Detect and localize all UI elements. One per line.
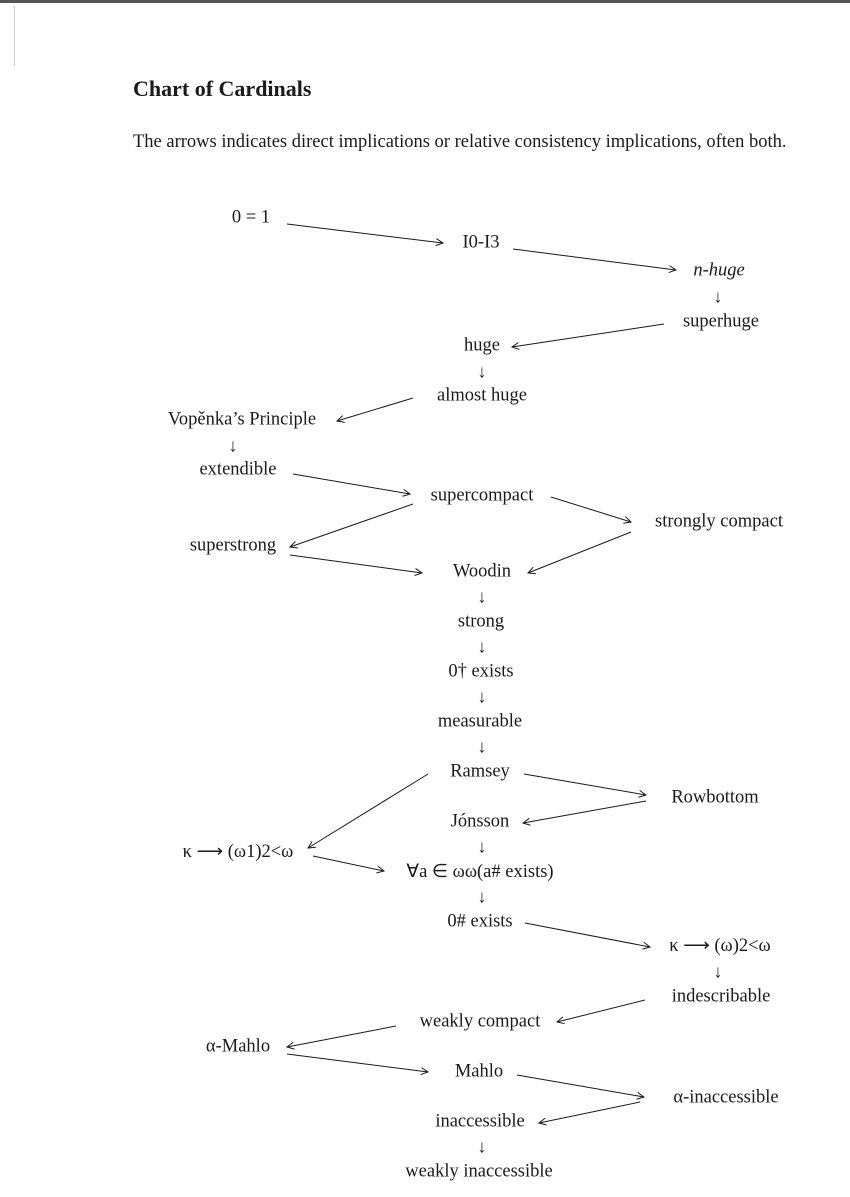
down-arrow-icon: ↓ — [477, 686, 487, 707]
description: The arrows indicates direct implications… — [133, 132, 787, 152]
down-arrow-icon: ↓ — [713, 286, 723, 307]
arrow-superhuge-to-huge — [512, 323, 665, 347]
node-supercompact: supercompact — [430, 485, 534, 506]
node-strongly-compact: strongly compact — [655, 511, 783, 532]
node-almost-huge: almost huge — [437, 385, 527, 406]
node-zero-dagger: 0† exists — [448, 661, 514, 682]
node-extendible: extendible — [199, 459, 277, 480]
down-arrow-icon: ↓ — [477, 361, 487, 382]
page-title: Chart of Cardinals — [133, 76, 312, 101]
node-i0-i3: I0-I3 — [462, 232, 500, 253]
node-forall-a-sharp: ∀a ∈ ωω(a# exists) — [406, 862, 554, 882]
arrow-extendible-to-supercompact — [292, 473, 410, 494]
down-arrow-icon: ↓ — [477, 886, 487, 907]
arrow-ramsey-to-kappa-omega1 — [308, 773, 429, 848]
node-alpha-mahlo: α-Mahlo — [205, 1036, 271, 1057]
node-weakly-inaccessible: weakly inaccessible — [405, 1161, 553, 1182]
arrow-alphamahlo-to-mahlo — [286, 1053, 428, 1072]
node-ramsey: Ramsey — [450, 761, 510, 782]
node-jonsson: Jónsson — [450, 811, 510, 832]
down-arrow-icon: ↓ — [713, 961, 723, 982]
node-mahlo: Mahlo — [454, 1061, 504, 1082]
arrow-zerosharp-to-kappa-omega — [524, 922, 650, 947]
node-zero-sharp: 0# exists — [447, 911, 513, 932]
node-zero-eq-one: 0 = 1 — [231, 207, 271, 228]
arrow-kappa-omega1-to-forall-a — [312, 855, 384, 871]
arrow-supercompact-to-stronglycompact — [550, 496, 631, 522]
arrow-mahlo-to-alphainaccessible — [516, 1074, 644, 1097]
node-kappa-arrow-omega1: κ ⟶ (ω1)2<ω — [182, 842, 294, 862]
arrow-ramsey-to-rowbottom — [523, 773, 646, 795]
node-huge: huge — [464, 335, 500, 356]
down-arrow-icon: ↓ — [477, 836, 487, 857]
arrow-supercompact-to-superstrong — [290, 503, 414, 547]
scan-margin-line — [14, 6, 15, 66]
node-superhuge: superhuge — [682, 311, 760, 332]
arrow-weaklycompact-to-alphamahlo — [287, 1025, 397, 1047]
down-arrow-icon: ↓ — [477, 586, 487, 607]
node-weakly-compact: weakly compact — [419, 1011, 541, 1032]
down-arrow-icon: ↓ — [228, 435, 238, 456]
node-measurable: measurable — [437, 711, 523, 732]
arrow-0eq1-to-i0i3 — [286, 223, 443, 243]
arrow-i0i3-to-nhuge — [512, 248, 676, 270]
down-arrow-icon: ↓ — [477, 736, 487, 757]
down-arrow-icon: ↓ — [477, 1136, 487, 1157]
arrow-superstrong-to-woodin — [289, 554, 422, 573]
arrow-indescribable-to-weaklycompact — [557, 999, 646, 1022]
node-superstrong: superstrong — [189, 535, 277, 556]
down-arrow-icon: ↓ — [477, 636, 487, 657]
arrow-rowbottom-to-jonsson — [523, 800, 647, 823]
arrow-alphainaccessible-to-inaccessible — [539, 1101, 641, 1123]
node-strong: strong — [457, 611, 505, 632]
node-indescribable: indescribable — [671, 986, 771, 1007]
arrow-stronglycompact-to-woodin — [528, 531, 632, 573]
node-kappa-arrow-omega: κ ⟶ (ω)2<ω — [669, 936, 771, 956]
arrow-almosthuge-to-vopenka — [337, 397, 414, 421]
node-n-huge: n-huge — [693, 260, 745, 281]
node-woodin: Woodin — [452, 561, 512, 582]
node-inaccessible: inaccessible — [435, 1111, 525, 1132]
scan-edge — [0, 0, 850, 3]
node-alpha-inaccessible: α-inaccessible — [673, 1087, 779, 1108]
node-vopenka: Vopěnka’s Principle — [167, 409, 317, 430]
node-rowbottom: Rowbottom — [671, 787, 759, 808]
